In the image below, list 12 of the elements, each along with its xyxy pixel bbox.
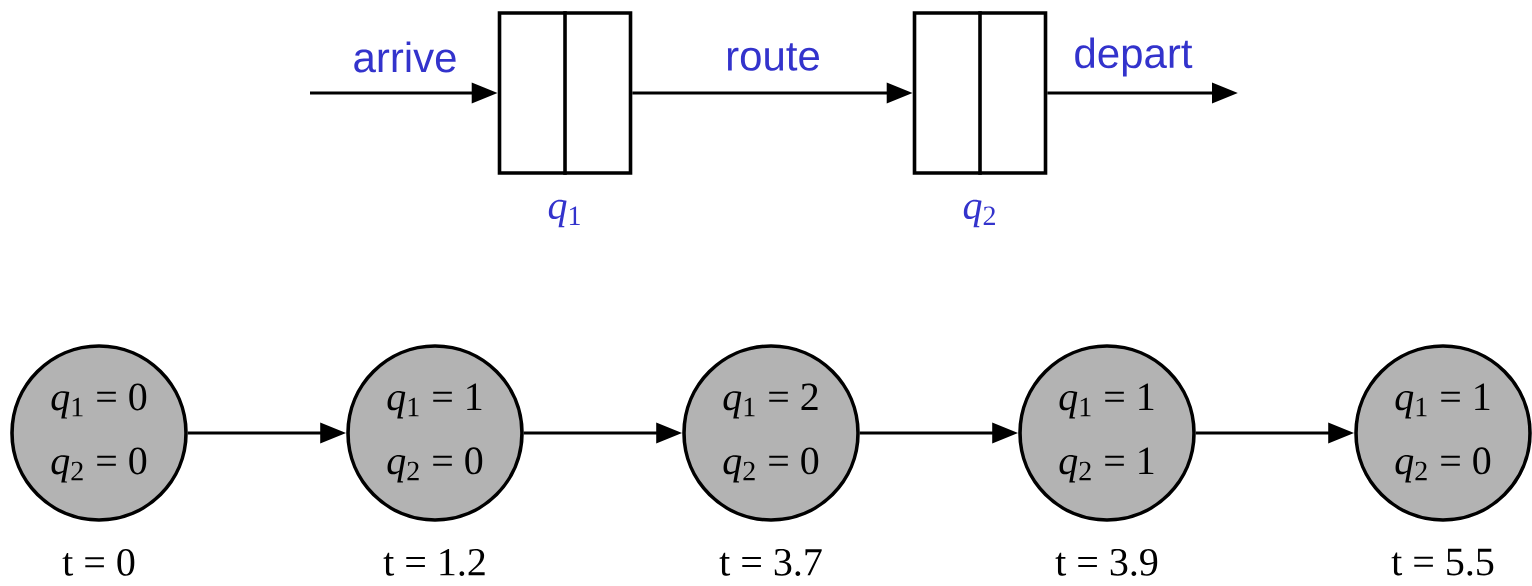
time-label: t = 3.9 xyxy=(1055,548,1158,576)
edge-label: route xyxy=(727,43,819,71)
time-label: t = 3.7 xyxy=(719,548,822,576)
time-label: t = 5.5 xyxy=(1391,548,1494,576)
edge-label: arrive xyxy=(354,41,456,73)
queue-box xyxy=(497,11,633,175)
time-label: t = 1.2 xyxy=(383,548,485,576)
queue-label: q$_{1}$ xyxy=(548,199,580,228)
queue-box xyxy=(912,11,1048,175)
time-label: t = 0 xyxy=(62,548,135,576)
edge-label: depart xyxy=(1075,37,1193,77)
queue-label: q$_{2}$ xyxy=(963,199,995,228)
